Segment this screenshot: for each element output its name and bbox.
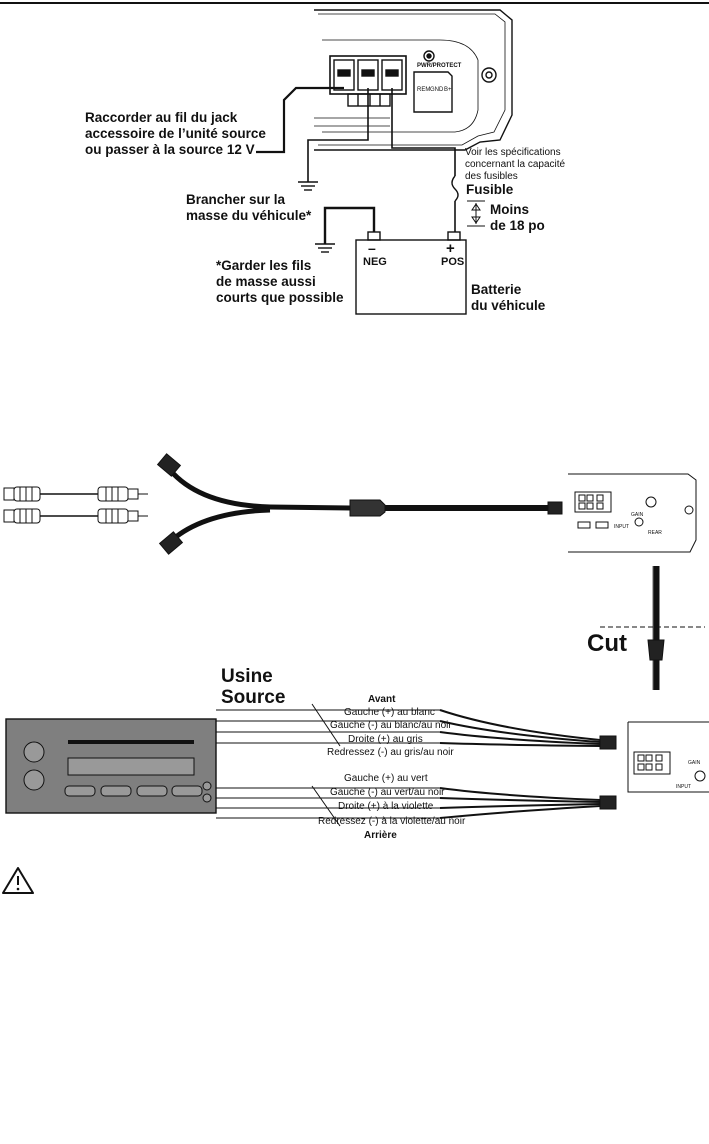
fuse-symbol — [451, 175, 459, 202]
warning-triangle-icon — [2, 867, 34, 894]
rear-wire-3: Droite (+) à la violette — [338, 801, 434, 812]
amplifier-end-panel-2 — [627, 721, 709, 793]
rear-wire-1: Gauche (+) au vert — [344, 773, 428, 784]
rear-wire-4: Redressez (-) à la violette/au noir — [318, 816, 466, 827]
distance-label: Moins de 18 po — [490, 202, 545, 233]
rca-cable-pair — [3, 486, 148, 524]
ground-label: Brancher sur la masse du véhicule* — [186, 192, 312, 223]
battery-body — [355, 239, 467, 315]
front-wire-4: Redressez (-) au gris/au noir — [327, 747, 454, 758]
distance-indicator — [467, 200, 485, 227]
front-wire-3: Droite (+) au gris — [348, 734, 423, 745]
front-label: Avant — [368, 694, 396, 705]
power-wire — [391, 88, 456, 176]
ground-symbol-2 — [315, 243, 335, 253]
battery-pos-label: POS — [441, 256, 465, 268]
source-title-2: Source — [221, 687, 286, 708]
rear-label: Arrière — [364, 830, 397, 841]
amp1-rear-label: REAR — [648, 530, 662, 536]
factory-source-unit — [5, 718, 217, 814]
front-wire-2: Gauche (-) au blanc/au noir — [330, 720, 452, 731]
battery-pos-symbol: + — [446, 240, 455, 257]
cut-label: Cut — [587, 630, 627, 657]
bplus-label: B+ — [444, 87, 452, 93]
remote-wire-label: Raccorder au fil du jack accessoire de l… — [85, 110, 266, 157]
remote-wire — [256, 86, 344, 154]
amplifier-end-panel-1 — [568, 473, 697, 553]
gnd-label: GND — [430, 87, 444, 93]
amp2-input-label: INPUT — [676, 784, 691, 790]
rem-label: REM — [417, 87, 431, 93]
battery-neg-symbol: – — [368, 240, 376, 256]
y-harness — [156, 453, 563, 555]
amplifier-body — [314, 9, 513, 151]
amp1-gain-label: GAIN — [631, 512, 644, 518]
battery-label: Batterie du véhicule — [471, 282, 546, 313]
battery-neg-label: NEG — [363, 256, 387, 268]
battery-ground-wire — [323, 206, 376, 244]
pwr-protect-label: PWR/PROTECT — [417, 63, 462, 69]
cut-detail — [600, 566, 705, 690]
front-wire-1: Gauche (+) au blanc — [344, 707, 435, 718]
source-title-1: Usine — [221, 666, 273, 687]
amp2-gain-label: GAIN — [688, 760, 701, 766]
rear-wire-2: Gauche (-) au vert/au noir — [330, 787, 445, 798]
amp-ground-wire — [307, 88, 369, 182]
ground-note: *Garder les fils de masse aussi courts q… — [216, 258, 344, 305]
amp1-input-label: INPUT — [614, 524, 629, 530]
fuse-spec-note: Voir les spécifications concernant la ca… — [465, 147, 566, 182]
fuse-label: Fusible — [466, 182, 514, 197]
ground-symbol-1 — [298, 181, 318, 191]
harness-bundles — [439, 709, 617, 819]
speaker-wires — [216, 703, 440, 827]
